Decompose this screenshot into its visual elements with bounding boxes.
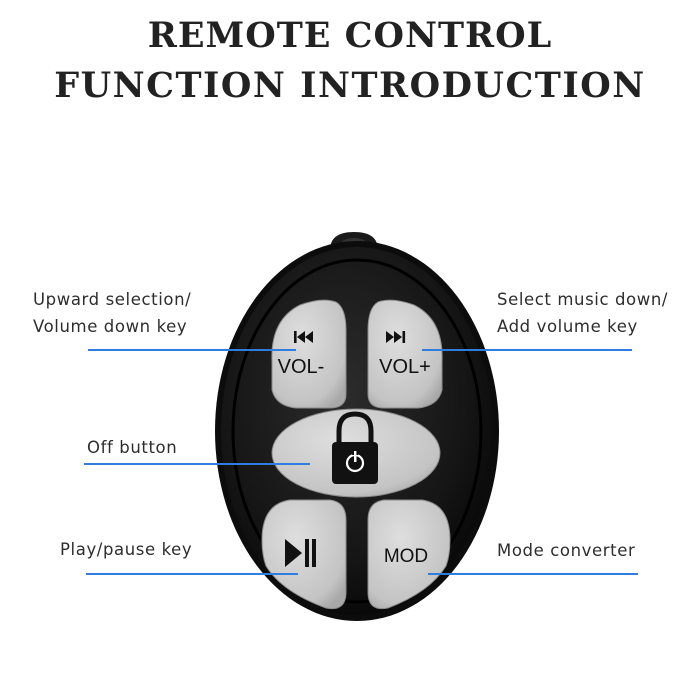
callout-upward-selection-line2: Volume down key: [33, 317, 188, 336]
callout-off-button: Off button: [87, 438, 178, 457]
callout-mode-converter: Mode converter: [497, 541, 636, 560]
previous-track-icon: [294, 331, 313, 343]
callout-upward-selection-line1: Upward selection/: [33, 290, 192, 309]
title-line-2: FUNCTION INTRODUCTION: [54, 65, 646, 106]
leader-line-off-button: [84, 463, 310, 465]
vol-minus-button[interactable]: VOL-: [271, 299, 347, 409]
mode-button[interactable]: MOD: [367, 499, 451, 610]
leader-line-mode-converter: [428, 573, 638, 575]
power-button[interactable]: [271, 408, 441, 498]
vol-minus-label: VOL-: [278, 356, 325, 378]
lock-power-icon: [332, 411, 378, 484]
vol-plus-button[interactable]: VOL+: [367, 299, 443, 409]
callout-select-music-down-line1: Select music down/: [497, 290, 669, 309]
callout-play-pause: Play/pause key: [60, 540, 193, 559]
callout-select-music-down: Select music down/ Add volume key: [497, 286, 668, 340]
mode-label: MOD: [384, 546, 428, 567]
callout-upward-selection: Upward selection/ Volume down key: [33, 286, 191, 340]
vol-plus-label: VOL+: [379, 356, 431, 378]
next-track-icon: [386, 331, 406, 343]
leader-line-upward-selection: [88, 349, 296, 351]
play-pause-button[interactable]: [261, 499, 347, 610]
leader-line-select-music-down: [422, 349, 632, 351]
callout-select-music-down-line2: Add volume key: [497, 317, 638, 336]
leader-line-play-pause: [86, 573, 298, 575]
play-pause-icon: [285, 539, 316, 567]
title-line-1: REMOTE CONTROL: [147, 15, 553, 56]
